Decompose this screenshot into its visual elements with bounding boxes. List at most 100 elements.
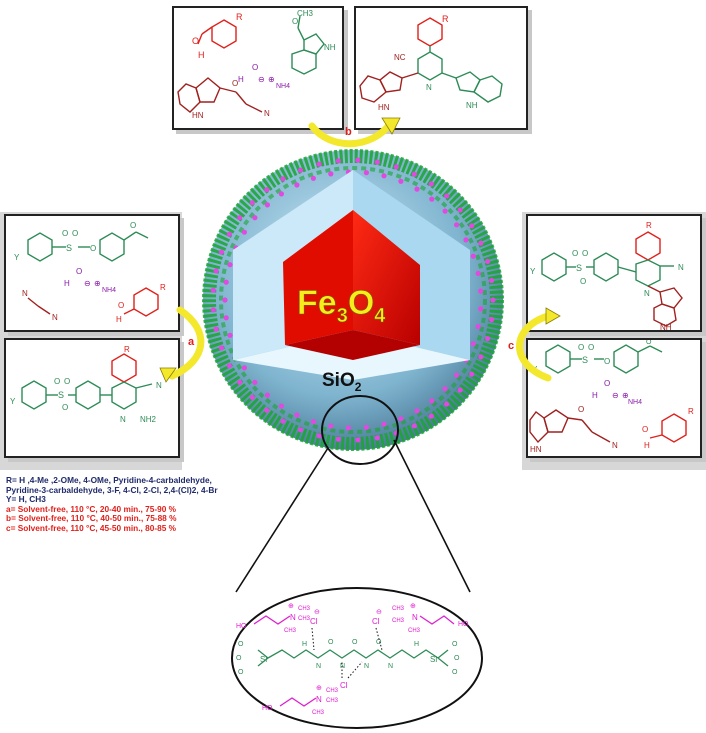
ligand-dot [264,187,270,193]
svg-text:Cl: Cl [310,617,318,626]
svg-text:HO: HO [262,705,273,712]
ligand-dot [252,215,258,221]
ammonium-formate: H O ⊖ ⊕ NH4 [238,63,290,90]
reactants-box-c: Y S O O O O H O ⊖ ⊕ NH4 O HN N O [526,338,702,458]
product-b-structure: R NC N NH HN [359,14,503,112]
ligand-dot [444,193,450,199]
ligand-dot [429,196,435,202]
svg-text:O: O [646,340,652,346]
arrow-c-head [545,307,561,325]
svg-text:CH3: CH3 [312,710,325,716]
acetyl-ch3: CH3 [297,9,314,18]
svg-text:O: O [452,669,458,676]
svg-text:NH: NH [660,323,672,330]
ligand-dot [310,175,316,181]
ligand-dot [335,436,341,442]
ligand-dot [316,161,322,167]
svg-text:CH3: CH3 [326,688,339,694]
ligand-dot [442,208,448,214]
ligand-dot [489,316,495,323]
svg-text:S: S [58,390,64,400]
svg-text:Si: Si [260,655,267,664]
benzaldehyde-structure [197,19,237,49]
acetylindole-structure [291,15,325,75]
ligand-dot [213,268,219,274]
ligand-dot [345,425,352,431]
ligand-dot [335,158,341,164]
indole-hn: HN [192,111,204,120]
svg-text:N: N [316,663,321,670]
ligand-dot [457,207,463,213]
ligand-dot [463,237,469,243]
svg-text:S: S [576,263,582,273]
svg-text:⊖: ⊖ [84,279,91,288]
pyridine-n: N [426,83,432,92]
svg-text:S: S [582,355,588,365]
reactants-c-structures: Y S O O O O H O ⊖ ⊕ NH4 O HN N O [529,339,694,454]
core-bottom [285,330,420,360]
svg-text:H: H [414,641,419,648]
svg-text:O: O [580,277,586,286]
svg-text:N: N [340,663,345,670]
ligand-dot [363,424,369,430]
svg-text:CH3: CH3 [392,606,405,612]
arrow-b-label: b [345,126,352,138]
svg-text:H: H [116,315,122,324]
product-a-structure: R Y S O O O N N NH2 [10,345,162,424]
ligand-dot [444,401,450,407]
ligand-dot [429,398,435,404]
ligand-dot [393,164,399,170]
ligand-dot [252,379,258,385]
svg-text:O: O [328,639,334,646]
ligand-dot [374,435,380,441]
svg-text:⊕: ⊕ [94,279,101,288]
core-right [353,210,420,345]
svg-text:Y: Y [10,397,16,406]
condition-c: c= Solvent-free, 110 °C, 45-50 min., 80-… [6,522,177,533]
ligand-dot [328,423,334,429]
svg-text:CH3: CH3 [326,698,339,704]
reactants-a-structures: Y S O O O O N N H O ⊖ ⊕ NH4 O H R [14,221,166,324]
svg-text:O: O [236,655,242,662]
ligand-dot [374,159,380,165]
ligand-dot [478,240,484,246]
ligand-dot [280,418,286,424]
ligand-dot [218,249,224,255]
ligand-coating [202,149,504,451]
ligand-dot [227,262,233,268]
ligand-dot [237,379,243,385]
core-label: Fe3O4 [297,284,386,327]
svg-text:CH3: CH3 [298,616,311,622]
product-b-nc: NC [394,53,406,62]
svg-text:N: N [120,415,126,424]
svg-text:R: R [160,283,166,292]
svg-text:Y: Y [14,253,20,262]
svg-text:O: O [352,639,358,646]
ligand-dot [294,412,300,418]
svg-text:O: O [642,425,648,434]
ligand-dot [457,387,463,393]
aldehyde-o: O [192,36,199,46]
ketone-o: O [232,79,238,88]
ligand-dot [442,386,448,392]
r-group: R [236,12,243,22]
svg-text:O: O [130,221,136,230]
svg-text:⊕: ⊕ [622,391,629,400]
svg-text:H: H [592,391,598,400]
svg-text:⊖: ⊖ [314,609,320,616]
reactants-b-structures: H O R O CH3 NH H O ⊖ ⊕ NH4 [177,9,336,120]
ligand-dot [490,297,496,303]
ligand-dot [264,392,270,398]
svg-text:N: N [644,289,650,298]
reaction-arrows [168,120,552,382]
ligand-dot [414,186,420,192]
svg-text:CH3: CH3 [408,628,421,634]
indole-nh-right: NH [466,101,478,110]
product-box-b: R NC N NH HN [354,6,528,130]
svg-text:Y: Y [530,267,536,276]
ligand-dot [210,287,216,293]
ligand-dot [298,167,304,173]
svg-text:S: S [66,243,72,253]
reactants-box-a: Y S O O O O N N H O ⊖ ⊕ NH4 O H R [4,214,180,332]
